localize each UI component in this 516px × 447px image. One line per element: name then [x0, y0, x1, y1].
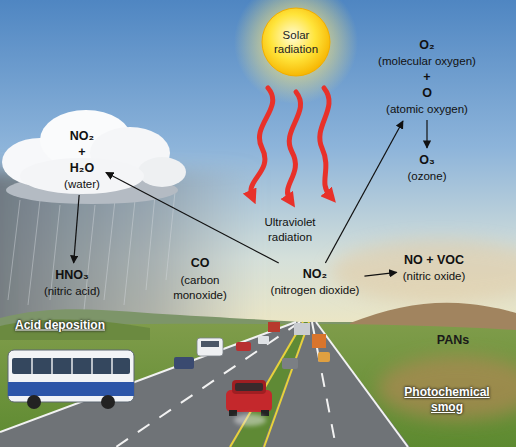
reaction-arrow	[106, 173, 279, 263]
formula-text: O	[378, 85, 476, 101]
vehicles	[8, 322, 330, 426]
chemical-name: (molecular oxygen)	[378, 53, 476, 69]
highway	[0, 322, 410, 447]
sun-label: Solar radiation	[268, 28, 324, 56]
pollutant-source: NO₂(nitrogen dioxide)	[268, 265, 363, 299]
chemical-name: (nitric oxide)	[403, 268, 466, 284]
formula-text: O₃	[408, 152, 447, 168]
chemical-name: (nitrogen dioxide)	[271, 282, 360, 298]
landscape	[0, 303, 516, 447]
chemical-name: (water)	[64, 176, 100, 192]
sun-glow	[234, 0, 358, 104]
effect-heading: Photochemical smog	[397, 385, 497, 415]
reaction-arrow	[325, 121, 403, 263]
ozone-product: O₃(ozone)	[405, 151, 450, 185]
acid-product: HNO₃(nitric acid)	[41, 266, 103, 300]
rain-streaks	[8, 192, 175, 310]
formula-text: O₂	[378, 37, 476, 53]
cloud	[2, 110, 186, 204]
chemical-name: (atomic oxygen)	[378, 101, 476, 117]
formula-text: NO₂	[64, 128, 100, 144]
reaction-arrow	[426, 120, 427, 148]
formula-text: H₂O	[64, 160, 100, 176]
sun-disc	[261, 7, 331, 77]
formula-label: PANs	[437, 333, 469, 348]
radiation-label: Ultraviolet radiation	[245, 215, 335, 245]
voc-reaction: NO + VOC(nitric oxide)	[400, 251, 469, 285]
formula-text: NO₂	[271, 266, 360, 282]
chemical-name: (nitric acid)	[44, 283, 100, 299]
chemical-name: (carbon monoxide)	[169, 273, 231, 303]
reaction-arrow	[74, 195, 80, 263]
oxygen-split: O₂(molecular oxygen)+O(atomic oxygen)	[375, 36, 479, 118]
formula-text: NO + VOC	[403, 252, 466, 268]
formula-label: CO	[191, 256, 210, 271]
uv-rays	[251, 88, 330, 200]
chemical-name: (ozone)	[408, 168, 447, 184]
effect-heading: Acid deposition	[15, 318, 105, 333]
sun-circle: Solar radiation	[261, 7, 331, 77]
reaction-arrow	[364, 272, 396, 276]
formula-text: HNO₃	[44, 267, 100, 283]
formula-text: +	[64, 144, 100, 160]
sun-disc	[262, 8, 330, 76]
formula-text: +	[378, 69, 476, 85]
cloud-reaction: NO₂+H₂O(water)	[61, 127, 103, 193]
